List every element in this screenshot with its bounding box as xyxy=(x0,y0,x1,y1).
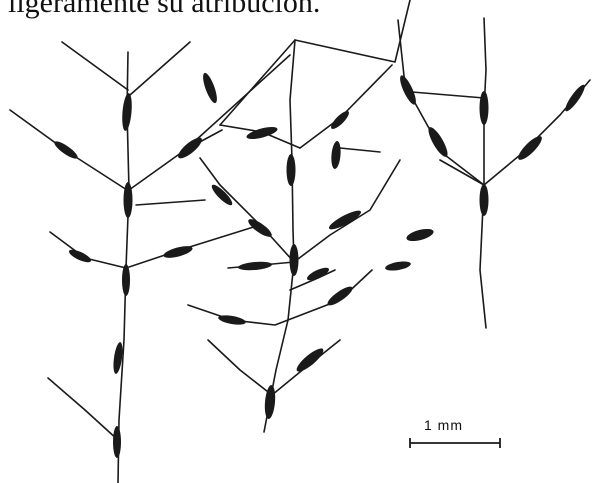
left-branch-mid-e xyxy=(136,200,205,205)
left-branch-e xyxy=(129,130,222,190)
middle-branch-10 xyxy=(340,148,380,152)
cell xyxy=(425,125,451,159)
cell xyxy=(480,184,489,216)
cell xyxy=(218,314,247,327)
cell xyxy=(238,261,273,272)
cell xyxy=(124,182,133,218)
cell xyxy=(162,244,193,260)
cell xyxy=(330,141,341,170)
cell xyxy=(563,83,588,114)
cell xyxy=(480,91,489,125)
scale-bar xyxy=(410,438,500,448)
cells-group xyxy=(52,71,587,458)
cell xyxy=(294,345,326,375)
cell xyxy=(122,264,130,296)
scale-bar-label: 1 mm xyxy=(424,417,463,433)
right-main-axis xyxy=(398,20,486,328)
middle-top-link2 xyxy=(220,40,295,125)
middle-branch-4 xyxy=(294,160,400,262)
cell xyxy=(200,71,219,104)
cell xyxy=(121,93,133,132)
cell xyxy=(397,74,419,107)
right-link-1 xyxy=(412,92,484,98)
cell xyxy=(113,426,121,458)
left-branch-bottom-w xyxy=(48,378,118,440)
left-branch-ne xyxy=(130,42,190,95)
cell xyxy=(385,260,412,272)
cell xyxy=(287,154,296,186)
cell xyxy=(67,247,92,264)
middle-branch-7 xyxy=(208,340,272,395)
right-branch-2 xyxy=(440,160,484,185)
cell xyxy=(327,208,363,233)
left-branch-low-e xyxy=(126,225,260,268)
cell xyxy=(405,227,435,244)
cell xyxy=(325,284,355,309)
cell xyxy=(290,244,299,276)
middle-branch-3 xyxy=(200,158,294,262)
cell xyxy=(52,139,80,162)
left-branch-nw xyxy=(62,42,128,90)
cell xyxy=(245,125,278,142)
cell xyxy=(515,133,545,163)
cell xyxy=(329,109,352,132)
left-branch-e2 xyxy=(185,55,290,150)
left-branch-low-w xyxy=(50,232,126,268)
middle-top-link xyxy=(295,0,410,62)
middle-branch-2 xyxy=(300,65,392,148)
